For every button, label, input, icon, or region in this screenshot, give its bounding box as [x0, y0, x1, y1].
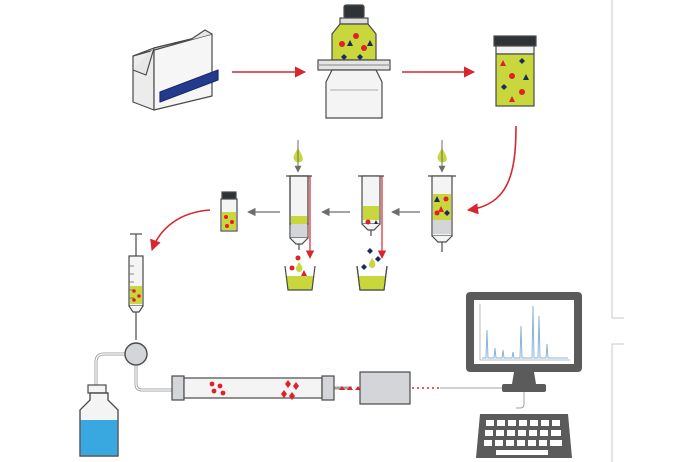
monitor-icon	[466, 292, 582, 392]
analytes	[132, 289, 141, 302]
keyboard-icon	[476, 414, 572, 458]
flow-arrow	[466, 125, 517, 215]
syringe-icon	[128, 233, 144, 340]
syringe-icon	[428, 175, 456, 252]
hplc-column-icon	[171, 375, 335, 401]
analytes	[434, 196, 450, 216]
vial-icon	[220, 191, 238, 232]
panel-divider	[611, 0, 624, 462]
chromatogram-trace	[479, 304, 570, 361]
flow-arrow	[150, 209, 211, 252]
analytes	[289, 255, 307, 276]
analytes	[339, 33, 373, 60]
solvent-bottle-icon	[79, 384, 119, 457]
cable	[516, 392, 525, 409]
analytes	[209, 380, 361, 400]
carton-icon	[132, 29, 219, 111]
detector-icon	[359, 371, 411, 405]
injection-valve-icon	[124, 342, 148, 366]
collection-cup-icon	[284, 265, 316, 291]
tubing	[95, 353, 172, 391]
analytes	[361, 219, 381, 270]
spe-cartridge-icon	[286, 175, 312, 250]
sample-jar-icon	[493, 35, 537, 107]
collection-cup-icon	[356, 265, 388, 291]
analytes	[224, 215, 234, 228]
analytes	[500, 58, 529, 102]
spe-cartridge-icon	[358, 175, 384, 236]
extraction-bottle-icon	[317, 4, 391, 119]
